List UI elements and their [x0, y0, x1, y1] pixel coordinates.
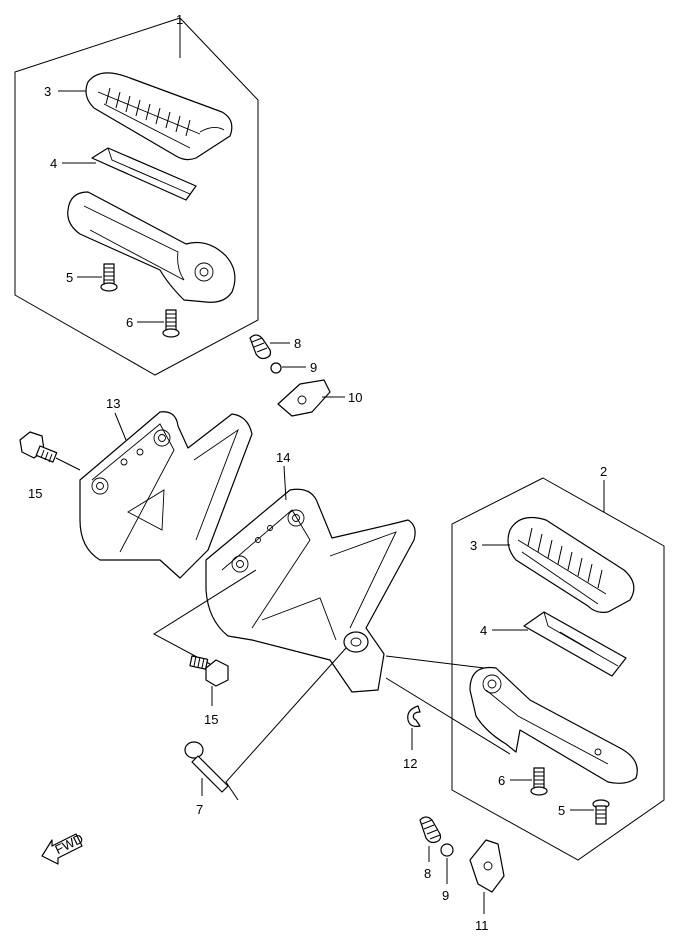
- callout-5-rear: 5: [558, 803, 565, 818]
- callout-2: 2: [600, 464, 607, 479]
- fwd-arrow-icon: FWD: [41, 831, 86, 865]
- callout-1: 1: [176, 12, 183, 27]
- callout-4-rear: 4: [480, 623, 487, 638]
- assembly-2-box: [451, 477, 665, 861]
- bolt-5-rear: [592, 799, 610, 825]
- callout-9-lower: 9: [442, 888, 449, 903]
- clip-12: [407, 705, 421, 727]
- assembly-2-group: [451, 477, 665, 861]
- spring-8-upper: [249, 334, 272, 360]
- bracket-13: [79, 411, 253, 579]
- callout-3-rear: 3: [470, 538, 477, 553]
- footrest-rubber-front: [85, 72, 233, 161]
- assembly-1-box: [14, 17, 259, 376]
- callout-12: 12: [403, 756, 417, 771]
- footrest-body-rear: [469, 666, 638, 784]
- plate-10: [277, 379, 331, 417]
- callout-8-lower: 8: [424, 866, 431, 881]
- callout-6-front: 6: [126, 315, 133, 330]
- callout-8-upper: 8: [294, 336, 301, 351]
- bolt-6-front: [162, 309, 180, 338]
- bolt-15-upper: [19, 431, 58, 463]
- callout-6-rear: 6: [498, 773, 505, 788]
- spring-8-lower: [419, 816, 442, 844]
- callout-14: 14: [276, 450, 290, 465]
- assembly-1-group: [14, 17, 259, 376]
- callout-9-upper: 9: [310, 360, 317, 375]
- ball-9-lower: [440, 843, 454, 857]
- callout-15-lower: 15: [204, 712, 218, 727]
- callout-5-front: 5: [66, 270, 73, 285]
- callout-10: 10: [348, 390, 362, 405]
- ball-9-upper: [270, 362, 282, 374]
- callout-13: 13: [106, 396, 120, 411]
- bracket-14: [205, 488, 416, 693]
- footrest-plate-front: [91, 147, 197, 201]
- callout-4-front: 4: [50, 156, 57, 171]
- pin-7: [184, 741, 229, 793]
- bolt-6-rear: [530, 767, 548, 796]
- callout-15-upper: 15: [28, 486, 42, 501]
- callout-3-front: 3: [44, 84, 51, 99]
- callout-11: 11: [475, 918, 489, 933]
- bolt-5-front: [100, 263, 118, 292]
- fwd-label: FWD: [52, 831, 85, 857]
- footrest-rubber-rear: [507, 517, 635, 613]
- callout-7: 7: [196, 802, 203, 817]
- footrest-body-front: [67, 191, 236, 303]
- footrest-plate-rear: [523, 611, 627, 677]
- bolt-15-lower: [189, 655, 229, 687]
- plate-11: [469, 839, 505, 893]
